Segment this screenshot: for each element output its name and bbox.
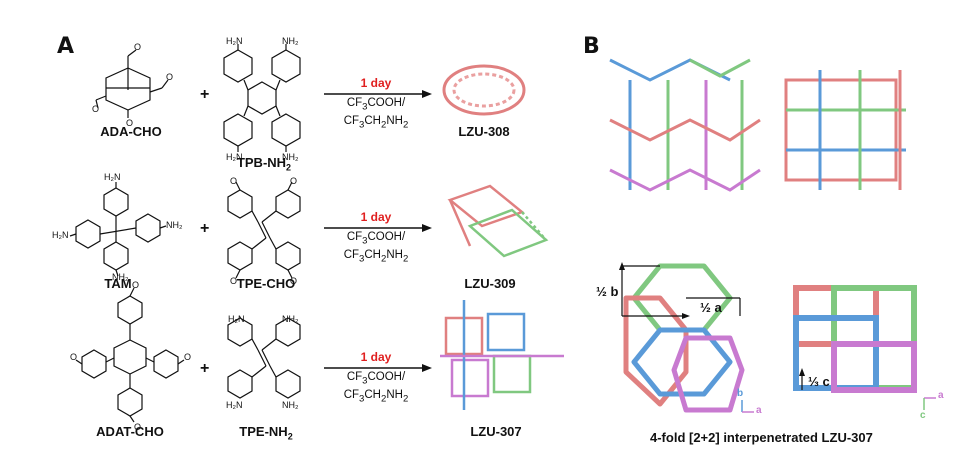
lzu-308-structure <box>442 64 526 116</box>
atom-label: H₂N <box>226 400 243 410</box>
product-label-row1: LZU-308 <box>458 124 510 139</box>
atom-label: H₂N <box>104 172 121 182</box>
adat-cho-structure <box>75 287 185 423</box>
plus-sign-row3: + <box>200 360 210 377</box>
axis-a-label-1: a <box>756 405 762 416</box>
axis-indicator-2 <box>923 397 936 410</box>
network-view-2 <box>784 70 906 190</box>
plus-sign-row2: + <box>200 220 210 237</box>
atom-label: O <box>230 276 238 286</box>
atom-label: H₂N <box>228 314 245 324</box>
reactant1-label-row1: ADA-CHO <box>100 124 162 139</box>
atom-label: NH₂ <box>282 36 299 46</box>
axis-c-label: c <box>920 410 926 421</box>
reactant1-label-row2: TAM <box>104 276 132 291</box>
atom-label: O <box>134 42 142 52</box>
reactant2-label-row1: TPB-NH2 <box>236 155 292 173</box>
atom-label: O <box>134 422 142 432</box>
half-b-label: ½ b <box>596 284 619 299</box>
tpe-nh2-structure <box>227 317 301 399</box>
atom-label: O <box>184 352 192 362</box>
axis-a-label-2: a <box>938 390 944 401</box>
atom-label: NH₂ <box>282 400 299 410</box>
time-row3: 1 day <box>360 350 392 364</box>
conditions-row3: 1 day CF3COOH/ CF3CH2NH2 <box>328 350 424 407</box>
square-net-view <box>793 285 917 393</box>
lzu-307-structure <box>440 300 564 410</box>
hex-net-view <box>623 263 745 413</box>
product-label-row3: LZU-307 <box>470 424 522 439</box>
third-c-label: ⅓ c <box>808 374 830 389</box>
tam-structure <box>69 182 167 277</box>
plus-sign-row1: + <box>200 86 210 103</box>
time-row1: 1 day <box>360 76 392 90</box>
atom-label: O <box>290 276 298 286</box>
atom-label: O <box>132 280 140 290</box>
figure-caption: 4-fold [2+2] interpenetrated LZU-307 <box>650 430 873 445</box>
network-view-1 <box>609 58 761 192</box>
atom-label: O <box>166 72 174 82</box>
panel-label-b: B <box>583 34 600 59</box>
reactant1-label-row3: ADAT-CHO <box>96 424 164 439</box>
atom-label: O <box>230 176 238 186</box>
product-label-row2: LZU-309 <box>464 276 516 291</box>
atom-label: H₂N <box>52 230 69 240</box>
tpe-cho-structure <box>227 181 301 279</box>
reactant2-label-row3: TPE-NH2 <box>239 424 293 442</box>
atom-label: H₂N <box>226 36 243 46</box>
atom-label: O <box>126 118 134 128</box>
tpb-nh2-structure <box>223 44 301 152</box>
ada-cho-structure <box>95 49 169 118</box>
atom-label: NH₂ <box>112 272 129 282</box>
atom-label: NH₂ <box>166 220 183 230</box>
time-row2: 1 day <box>360 210 392 224</box>
conditions-row2: 1 day CF3COOH/ CF3CH2NH2 <box>328 210 424 267</box>
axis-b-label: b <box>737 388 744 399</box>
conditions-row1: 1 day CF3COOH/ CF3CH2NH2 <box>328 76 424 133</box>
atom-label: O <box>290 176 298 186</box>
atom-label: NH₂ <box>282 152 299 162</box>
panel-label-a: A <box>57 34 75 59</box>
atom-label: O <box>92 104 100 114</box>
reactant2-label-row2: TPE-CHO <box>236 276 296 291</box>
axis-indicator-1 <box>741 400 754 413</box>
atom-label: O <box>70 352 78 362</box>
atom-label: NH₂ <box>282 314 299 324</box>
half-a-label: ½ a <box>700 300 722 315</box>
lzu-309-structure <box>447 184 549 258</box>
atom-label: H₂N <box>226 152 243 162</box>
